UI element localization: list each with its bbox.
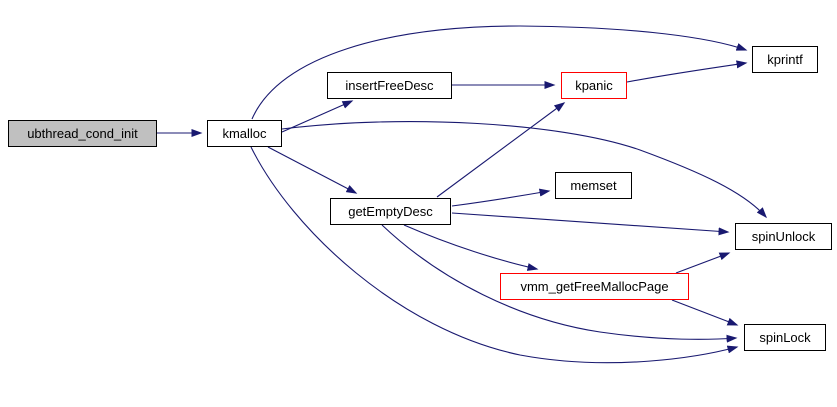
node-kmalloc[interactable]: kmalloc: [207, 120, 282, 147]
edge-getEmptyDesc-memset: [451, 188, 551, 207]
node-kpanic[interactable]: kpanic: [561, 72, 627, 99]
edge-getEmptyDesc-vmm_getFreeMallocPage: [403, 224, 539, 271]
node-ubthread_cond_init: ubthread_cond_init: [8, 120, 157, 147]
edge-kmalloc-getEmptyDesc: [267, 146, 358, 194]
edge-getEmptyDesc-spinUnlock: [451, 212, 730, 236]
node-spinUnlock[interactable]: spinUnlock: [735, 223, 832, 250]
node-spinLock[interactable]: spinLock: [744, 324, 826, 351]
node-memset[interactable]: memset: [555, 172, 632, 199]
node-getEmptyDesc[interactable]: getEmptyDesc: [330, 198, 451, 225]
edge-kpanic-kprintf: [626, 60, 748, 83]
edge-getEmptyDesc-kpanic: [436, 102, 566, 198]
edge-vmm_getFreeMallocPage-spinLock: [671, 299, 739, 326]
node-vmm_getFreeMallocPage[interactable]: vmm_getFreeMallocPage: [500, 273, 689, 300]
edge-kmalloc-spinLock: [250, 146, 739, 364]
edge-vmm_getFreeMallocPage-spinUnlock: [675, 252, 731, 274]
node-insertFreeDesc[interactable]: insertFreeDesc: [327, 72, 452, 99]
edge-kmalloc-spinUnlock: [281, 121, 767, 219]
edge-kmalloc-insertFreeDesc: [281, 100, 354, 133]
edge-getEmptyDesc-spinLock: [381, 224, 738, 343]
edge-kmalloc-kprintf: [251, 25, 748, 120]
node-kprintf[interactable]: kprintf: [752, 46, 818, 73]
